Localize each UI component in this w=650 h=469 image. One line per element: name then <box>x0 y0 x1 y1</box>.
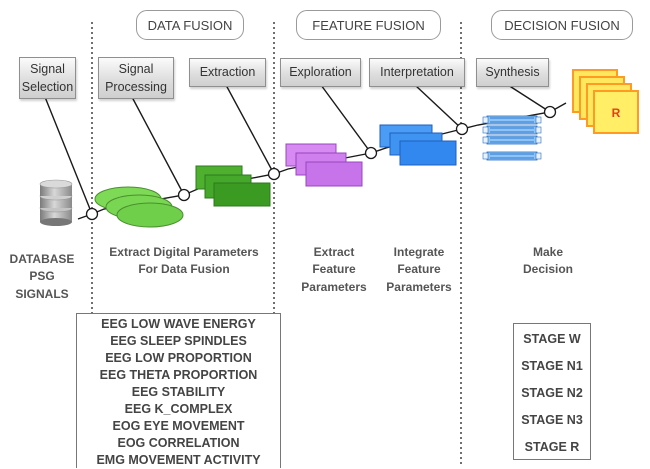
parameter-item: EOG CORRELATION <box>117 436 240 450</box>
stage-item: STAGE N2 <box>521 386 583 400</box>
decision-cards-icon: R <box>572 69 639 134</box>
label-integrate-feature: Integrate Feature Parameters <box>380 244 458 296</box>
step-label-line: Signal <box>30 61 65 76</box>
label-line: DATABASE <box>9 252 75 266</box>
flow-node <box>364 146 378 160</box>
label-line: For Data Fusion <box>138 262 230 277</box>
flow-node <box>177 188 191 202</box>
database-icon <box>39 179 73 226</box>
flow-node <box>267 167 281 181</box>
step-signal-selection: Signal Selection <box>19 57 76 99</box>
label-line: Make <box>532 245 564 259</box>
integrated-features-icon <box>379 124 457 166</box>
decision-card-label: R <box>612 106 621 120</box>
step-extraction: Extraction <box>189 58 266 87</box>
step-signal-processing: Signal Processing <box>98 57 174 99</box>
extracted-parameters-icon <box>195 165 271 207</box>
label-database: DATABASE PSG SIGNALS <box>4 251 80 303</box>
phase-separators <box>91 22 462 466</box>
flow-line <box>77 102 567 220</box>
stage-item: STAGE W <box>523 332 581 346</box>
label-line: Extract <box>313 245 355 259</box>
parameter-item: EOG EYE MOVEMENT <box>112 419 245 433</box>
parameter-item: EMG MOVEMENT ACTIVITY <box>96 453 261 467</box>
phase-feature-fusion: FEATURE FUSION <box>296 10 441 40</box>
flow-node <box>543 105 557 119</box>
flow-node <box>85 207 99 221</box>
parameter-item: EEG LOW PROPORTION <box>105 351 252 365</box>
label-line: Extract Digital Parameters <box>109 245 259 259</box>
flow-nodes <box>85 105 557 221</box>
processed-signals-icon <box>94 186 184 228</box>
label-line: Decision <box>522 262 573 277</box>
step-label-line: Signal <box>118 61 154 76</box>
label-line: Parameters <box>301 279 367 294</box>
synthesis-bars-icon <box>482 115 542 161</box>
stage-item: STAGE N3 <box>521 413 583 427</box>
stage-item: STAGE R <box>524 440 580 454</box>
label-line: Integrate <box>393 245 445 259</box>
parameter-item: EEG THETA PROPORTION <box>99 368 258 382</box>
step-synthesis: Synthesis <box>476 58 549 87</box>
parameters-box: EEG LOW WAVE ENERGY EEG SLEEP SPINDLES E… <box>76 313 281 468</box>
parameter-item: EEG SLEEP SPINDLES <box>110 334 247 348</box>
step-interpretation: Interpretation <box>369 58 465 87</box>
flow-node <box>455 122 469 136</box>
phase-decision-fusion: DECISION FUSION <box>491 10 633 40</box>
parameter-item: EEG LOW WAVE ENERGY <box>101 317 256 331</box>
parameter-item: EEG STABILITY <box>131 385 226 399</box>
step-label-line: Selection <box>21 80 74 94</box>
label-line: SIGNALS <box>15 286 69 301</box>
feature-parameters-icon <box>285 143 363 187</box>
step-connectors <box>44 84 551 215</box>
step-label-line: Processing <box>105 80 167 94</box>
label-make-decision: Make Decision <box>510 244 586 279</box>
stages-box: STAGE W STAGE N1 STAGE N2 STAGE N3 STAGE… <box>513 323 591 460</box>
parameter-item: EEG K_COMPLEX <box>124 402 233 416</box>
stage-item: STAGE N1 <box>521 359 583 373</box>
label-line: Parameters <box>386 279 452 294</box>
label-line: Feature <box>312 262 356 277</box>
label-line: Feature <box>397 262 441 277</box>
step-exploration: Exploration <box>280 58 361 87</box>
label-extract-feature: Extract Feature Parameters <box>296 244 372 296</box>
phase-data-fusion: DATA FUSION <box>136 10 244 40</box>
label-extract-digital: Extract Digital Parameters For Data Fusi… <box>94 244 274 279</box>
label-line: PSG <box>29 269 55 284</box>
